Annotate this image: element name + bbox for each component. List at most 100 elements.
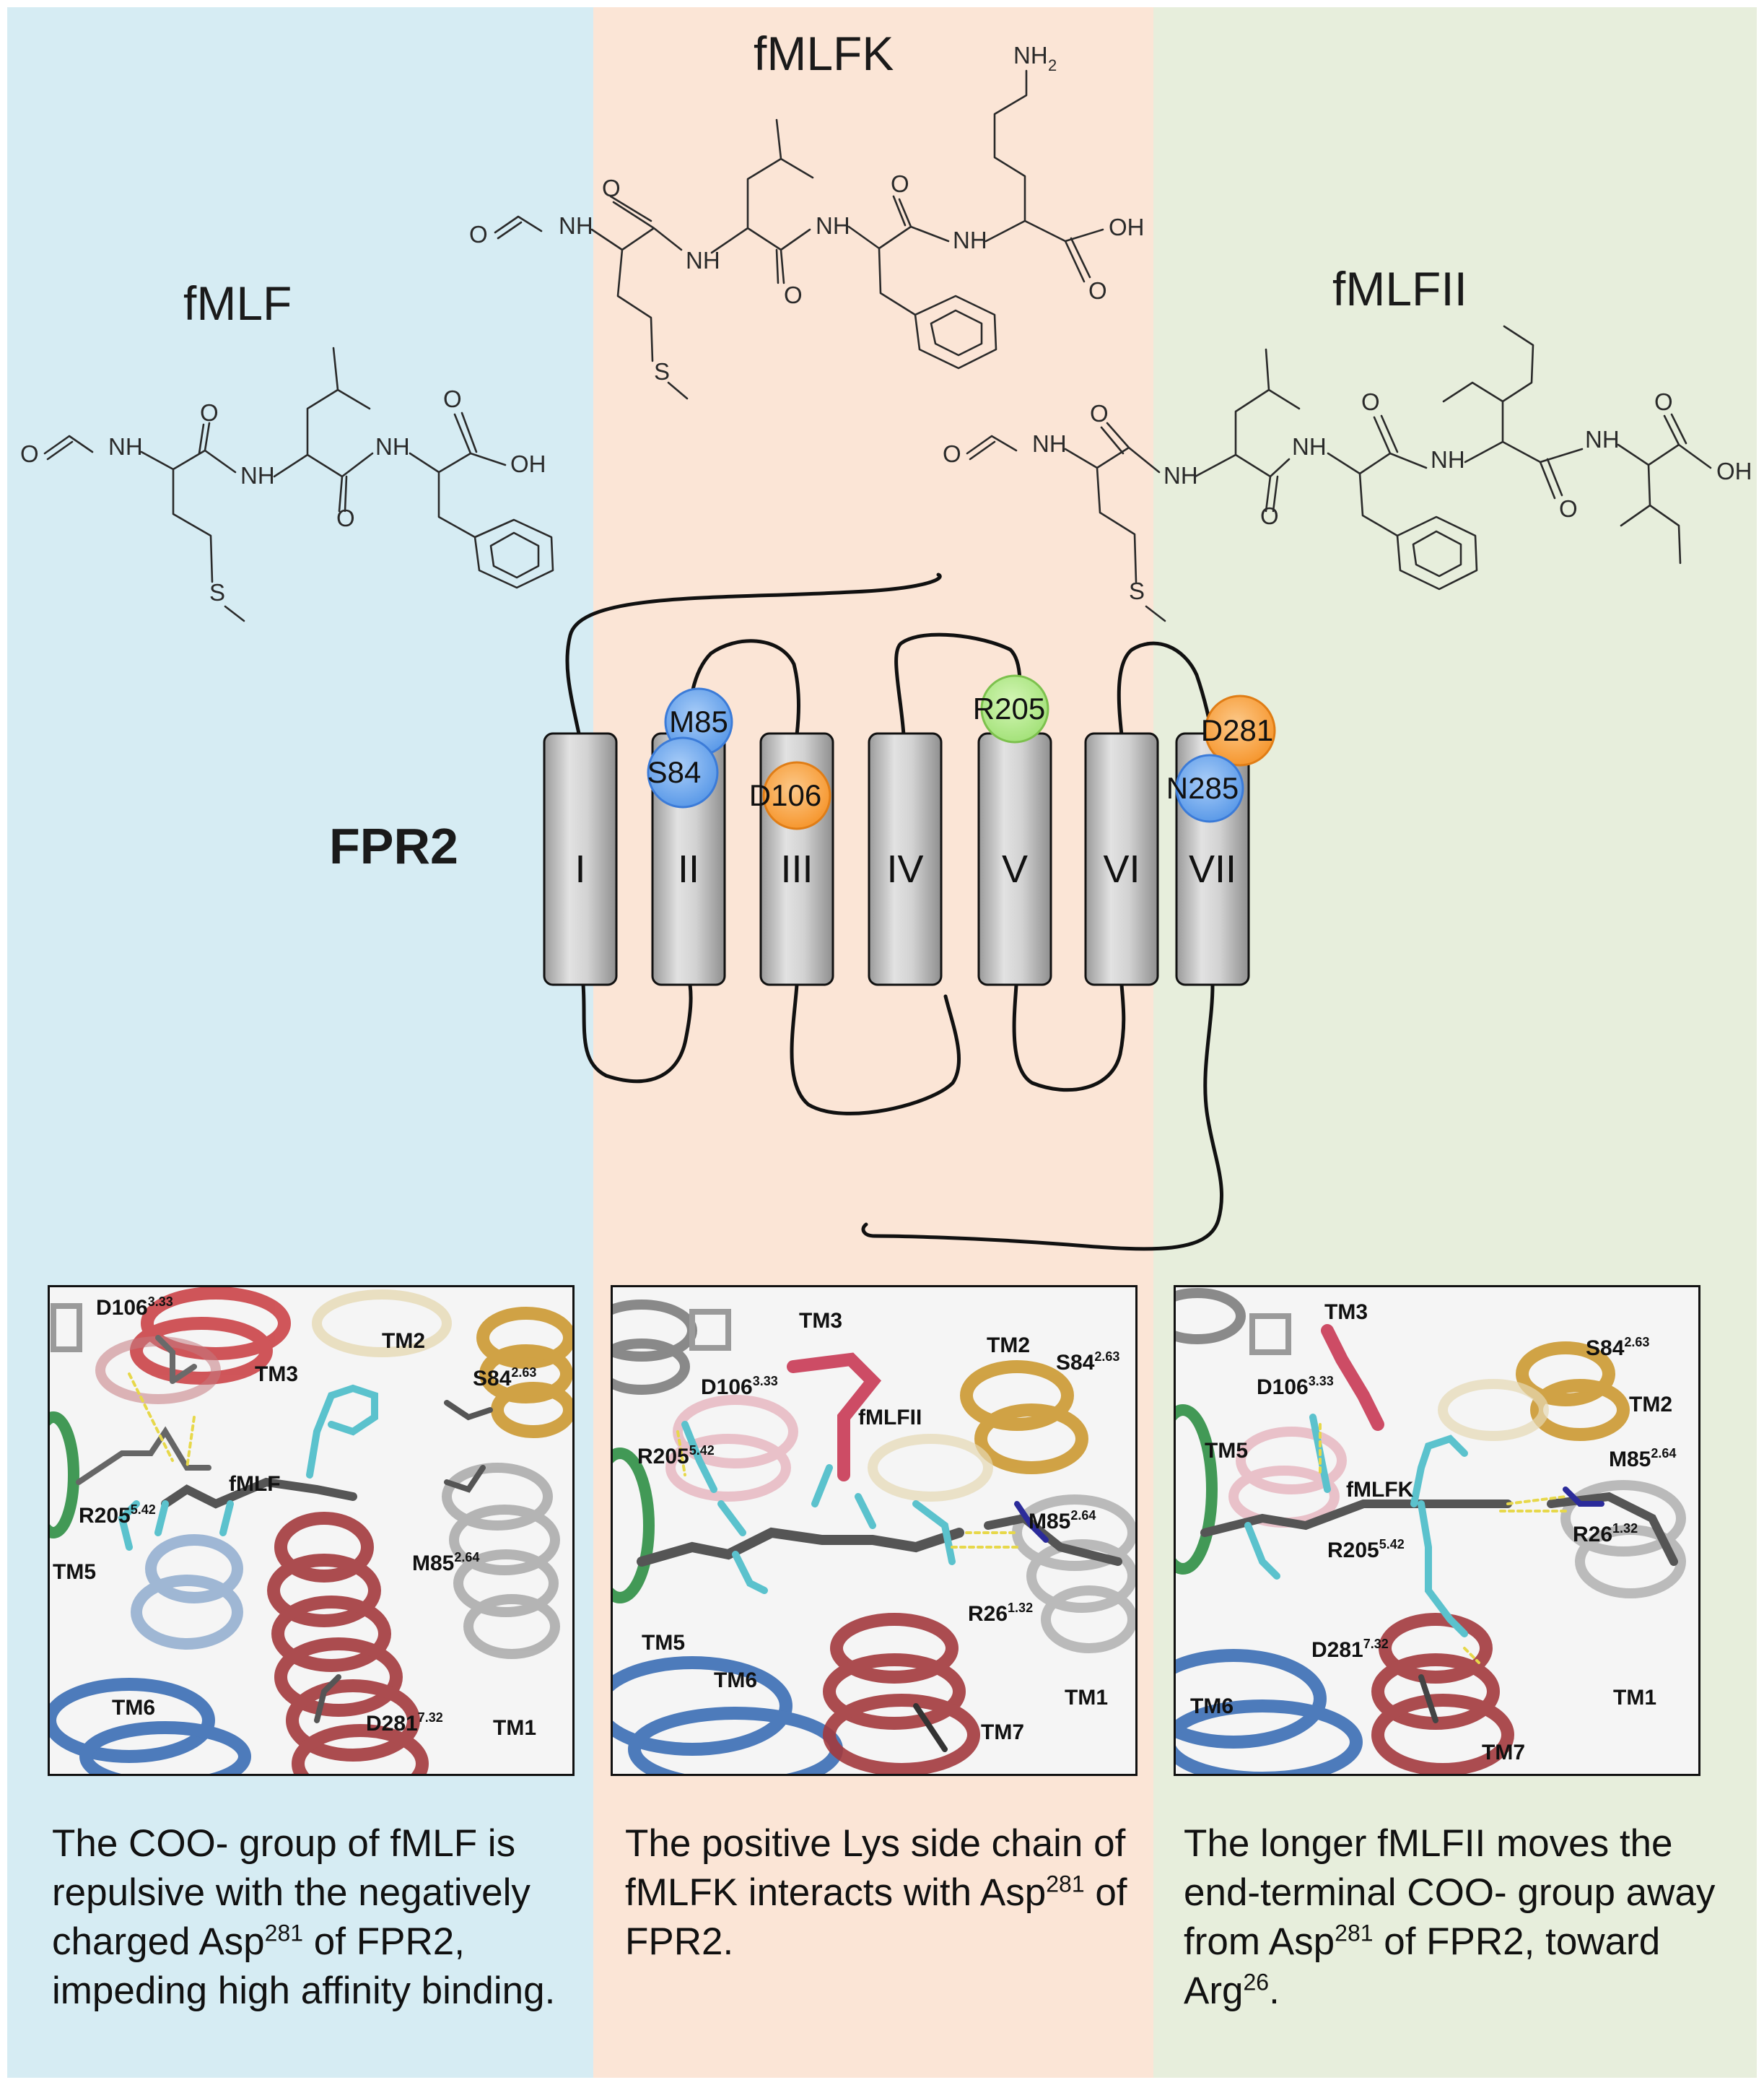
residue-d106-marker (762, 761, 831, 830)
caption-text: The COO- group of fMLF is repulsive with… (52, 1822, 530, 1963)
receptor-label: FPR2 (329, 818, 458, 874)
helix-label-v: V (1002, 848, 1028, 891)
fmlfii-structure: O NH NH NH NH NH O O O O O OH S (943, 325, 1752, 622)
label-r205: R2055.42 (79, 1502, 156, 1528)
atom-oh: OH (510, 450, 546, 477)
caption-text: of FPR2. (625, 1871, 1127, 1963)
atom-nh: NH (1431, 446, 1465, 473)
residue-d281-marker (1204, 695, 1276, 767)
label-m85: M852.64 (1029, 1508, 1096, 1533)
label-s84: S842.63 (1056, 1349, 1119, 1375)
atom-o: O (943, 440, 961, 467)
panel-3-render: TM3 S842.63 D1063.33 TM2 TM5 M852.64 fML… (1176, 1287, 1698, 1774)
label-tm2: TM2 (1629, 1393, 1672, 1416)
helix-label-vii: VII (1189, 848, 1236, 891)
atom-nh: NH (1032, 430, 1067, 457)
label-tm6: TM6 (112, 1696, 155, 1720)
caption-text: The longer fMLFII moves the end-terminal… (1184, 1822, 1716, 1963)
helix-label-ii: II (678, 848, 699, 891)
caption-fmlf: The COO- group of fMLF is repulsive with… (52, 1819, 586, 2016)
label-d106: D1063.33 (1257, 1374, 1334, 1399)
atom-nh: NH (559, 212, 593, 239)
label-tm7: TM7 (1482, 1741, 1525, 1764)
atom-nh2: NH (1013, 42, 1048, 69)
caption-superscript: 281 (1046, 1871, 1085, 1897)
caption-superscript: 26 (1243, 1969, 1270, 1995)
atom-s: S (1129, 578, 1145, 604)
docking-panel-fmlfk: TM3 S842.63 D1063.33 TM2 TM5 M852.64 fML… (1174, 1285, 1700, 1776)
atom-subscript-2: 2 (1048, 56, 1057, 74)
receptor-loops (565, 573, 1224, 1251)
caption-text: The positive Lys side chain of fMLFK int… (625, 1822, 1126, 1914)
helix-iv (868, 732, 943, 986)
panel-1-render: D1063.33 TM3 TM2 S842.63 fMLF R2055.42 T… (50, 1287, 572, 1774)
caption-superscript: 281 (1335, 1920, 1374, 1946)
atom-oh: OH (1716, 458, 1752, 484)
label-m85: M852.64 (1609, 1446, 1676, 1471)
atom-nh: NH (375, 433, 410, 460)
label-r26: R261.32 (968, 1601, 1033, 1626)
atom-o: O (1559, 495, 1578, 522)
label-d281: D2817.32 (366, 1710, 443, 1736)
residue-d281-label: D281 (1201, 713, 1273, 747)
label-tm5: TM5 (1205, 1439, 1248, 1463)
label-tm7: TM7 (981, 1720, 1024, 1744)
residue-r205-label: R205 (973, 692, 1045, 726)
label-tm1: TM1 (493, 1716, 536, 1740)
fmlf-structure: O NH NH NH O O O OH S (20, 347, 554, 622)
label-d106: D1063.33 (96, 1294, 173, 1320)
label-s84: S842.63 (473, 1365, 536, 1390)
label-fmlf: fMLF (229, 1472, 281, 1496)
transmembrane-helices: I II III IV V VI VII (543, 732, 1250, 986)
label-r205: R2055.42 (637, 1443, 715, 1468)
peptide-title-fmlf: fMLF (183, 277, 292, 330)
label-tm6: TM6 (1190, 1694, 1234, 1718)
atom-o: O (1090, 400, 1109, 427)
residue-markers: M85 S84 D106 R205 D281 N285 (647, 674, 1276, 830)
atom-o: O (784, 282, 803, 308)
label-d281: D2817.32 (1311, 1637, 1389, 1662)
caption-fmlfk: The positive Lys side chain of fMLFK int… (625, 1819, 1145, 1967)
residue-d106-label: D106 (749, 778, 821, 812)
label-tm3: TM3 (1324, 1300, 1368, 1324)
peptide-title-fmlfk: fMLFK (754, 27, 894, 80)
label-tm2: TM2 (382, 1329, 425, 1353)
caption-text: of FPR2, toward Arg (1184, 1920, 1661, 2012)
atom-o: O (1088, 277, 1107, 304)
label-tm3: TM3 (799, 1309, 842, 1333)
atom-nh: NH (1585, 426, 1620, 453)
label-tm1: TM1 (1065, 1686, 1108, 1710)
fmlfk-structure: O NH NH NH NH O O O O OH S NH 2 (469, 42, 1145, 400)
residue-n285-marker (1175, 754, 1244, 823)
atom-o: O (891, 170, 909, 197)
helix-label-iii: III (780, 848, 813, 891)
helix-i (543, 732, 618, 986)
atom-s: S (209, 579, 225, 606)
atom-nh: NH (240, 462, 275, 489)
atom-o: O (20, 440, 39, 467)
atom-o: O (1654, 388, 1673, 415)
peptide-title-fmlfii: fMLFII (1332, 262, 1468, 315)
label-tm3: TM3 (255, 1362, 298, 1386)
label-tm2: TM2 (987, 1333, 1030, 1357)
atom-o: O (1260, 502, 1279, 529)
panel-2-render: TM3 TM2 S842.63 D1063.33 fMLFII R2055.42… (613, 1287, 1135, 1774)
docking-panel-fmlf: D1063.33 TM3 TM2 S842.63 fMLF R2055.42 T… (48, 1285, 575, 1776)
atom-nh: NH (816, 212, 850, 239)
residue-r205-marker (980, 674, 1049, 744)
label-tm6: TM6 (714, 1668, 757, 1692)
atom-o: O (200, 399, 219, 426)
atom-oh: OH (1109, 214, 1145, 240)
residue-m85-label: M85 (669, 705, 728, 739)
helix-label-vi: VI (1103, 848, 1140, 891)
helix-label-iv: IV (886, 848, 923, 891)
caption-text: of FPR2, impeding high affinity binding. (52, 1920, 556, 2012)
atom-nh: NH (108, 433, 143, 460)
label-fmlfii: fMLFII (858, 1406, 922, 1429)
label-r205: R2055.42 (1327, 1537, 1405, 1562)
structures-and-topology: O NH NH NH O O O OH S O NH NH NH NH O O … (20, 42, 1752, 1251)
residue-n285-label: N285 (1166, 771, 1239, 805)
label-d106: D1063.33 (701, 1374, 778, 1399)
label-s84: S842.63 (1586, 1335, 1649, 1360)
